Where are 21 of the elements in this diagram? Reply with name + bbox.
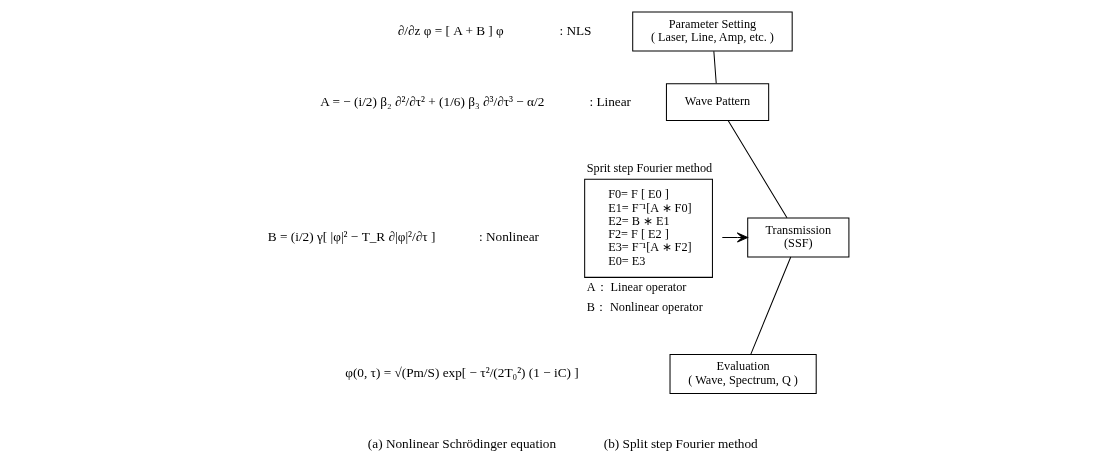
label: ∂/∂z φ = [ A + B ] φ (397, 23, 504, 38)
node-label: B： Nonlinear operator (586, 299, 703, 314)
node-box: Evaluation ( Wave, Spectrum, Q ) (669, 354, 817, 394)
connector (727, 120, 787, 219)
connector (749, 256, 791, 355)
label: φ(0, τ) = √(Pm/S) exp[ − τ²/(2T₀²) (1 − iC) ] (344, 365, 579, 381)
label: B = (i/2) γ[ |φ|² − T_R ∂|φ|²/∂τ ] (267, 228, 435, 244)
label: (a) Nonlinear Schrödinger equation (367, 435, 556, 451)
label: : Linear (588, 93, 631, 109)
label: (b) Split step Fourier method (603, 435, 758, 451)
node-label: Sprit step Fourier method (586, 160, 712, 175)
node-box: F0= F [ E0 ] E1= F⁻¹[A ∗ F0] E2= B ∗ E1 F2= F [ E2 ] E3= F⁻¹[A ∗ F2] E0= E3 (583, 178, 713, 278)
label: A = − (i/2) β₂ ∂²/∂τ² + (1/6) β₃ ∂³/∂τ³ − α/2 (319, 93, 544, 109)
node-box: Parameter Setting ( Laser, Line, Amp, etc. ) (631, 11, 793, 52)
arrow (721, 232, 748, 243)
node-box: Wave Pattern (665, 83, 769, 121)
connector (712, 50, 717, 84)
node-label: A： Linear operator (586, 280, 686, 295)
node-box: Transmission (SSF) (746, 217, 849, 258)
label: : Nonlinear (478, 228, 539, 244)
label: : NLS (558, 23, 592, 38)
